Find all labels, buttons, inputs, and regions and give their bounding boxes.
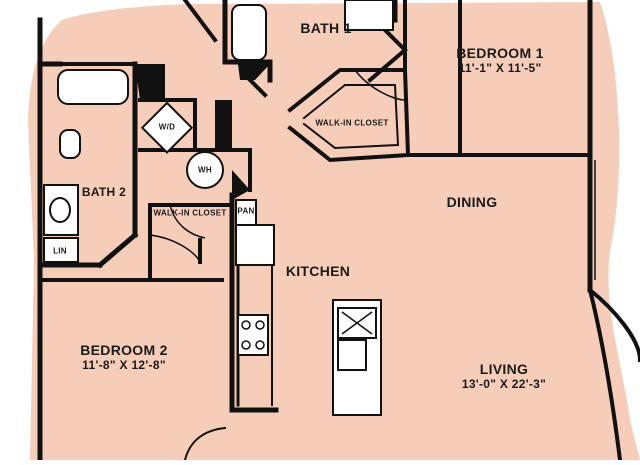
bedroom1-name: BEDROOM 1	[456, 45, 544, 61]
bath1-label: BATH 1	[300, 20, 351, 36]
linen-label: LIN	[53, 247, 67, 256]
wall-closet1-inner	[302, 84, 400, 150]
wall-bath2-bottom	[37, 231, 139, 269]
door-bedroom1	[354, 69, 406, 101]
door-closet2	[169, 204, 206, 239]
bathtub-bath2	[57, 69, 129, 105]
door-arc-bottom	[183, 426, 227, 462]
cooktop-x	[341, 311, 373, 335]
stove-burner-4	[255, 340, 265, 350]
living-dims: 13'-0" X 22'-3"	[461, 377, 547, 391]
bath1-name: BATH 1	[300, 20, 352, 36]
wall-hall	[182, 0, 268, 98]
pantry-label: PAN	[237, 207, 254, 216]
wall-block-4	[215, 100, 232, 150]
dining-label: DINING	[447, 194, 498, 210]
stove-burner-1	[241, 320, 251, 330]
bath2-name: BATH 2	[81, 185, 127, 199]
water-heater-label: WH	[198, 166, 212, 175]
stove-burner-3	[241, 340, 251, 350]
walk-in-closet-2-name: WALK-IN CLOSET	[153, 208, 227, 218]
bedroom1-dims: 11'-1" X 11'-5"	[458, 61, 542, 75]
water-heater-name: WH	[198, 165, 212, 175]
wall-block-3	[232, 170, 250, 200]
wall-kitchen-left	[229, 192, 279, 413]
kitchen-label: KITCHEN	[286, 263, 350, 279]
living-name: LIVING	[479, 361, 529, 377]
wall-bay	[587, 287, 640, 463]
door-bedroom2	[149, 234, 201, 263]
stove-burner-2	[255, 320, 265, 330]
fridge	[235, 224, 275, 266]
kitchen-name: KITCHEN	[285, 263, 351, 279]
bath2-label: BATH 2	[82, 185, 126, 199]
stove	[237, 314, 269, 356]
sink-bath2	[49, 197, 71, 223]
water-heater	[186, 151, 224, 189]
wall-closet1	[287, 68, 411, 163]
pantry-name: PAN	[237, 206, 255, 216]
washer-dryer	[140, 101, 194, 154]
linen-closet	[43, 237, 79, 263]
vanity-bath1	[344, 0, 394, 31]
washer-dryer-label: W/D	[159, 123, 175, 132]
walk-in-closet-2-label: WALK-IN CLOSET	[153, 209, 226, 218]
walk-in-closet-1-name: WALK-IN CLOSET	[315, 118, 389, 128]
toilet-bath2	[59, 129, 81, 159]
linen-name: LIN	[53, 246, 67, 256]
walk-in-closet-1-label: WALK-IN CLOSET	[315, 119, 388, 128]
washer-dryer-name: W/D	[158, 122, 176, 132]
bedroom2-dims: 11'-8" X 12'-8"	[82, 358, 166, 372]
bathtub-bath1	[231, 4, 267, 61]
wall-block-1	[135, 64, 165, 100]
wall-bath1	[222, 0, 398, 83]
dining-name: DINING	[446, 194, 498, 210]
wall-block-2	[238, 64, 270, 80]
island-sink	[337, 339, 367, 371]
bedroom2-name: BEDROOM 2	[80, 342, 168, 358]
